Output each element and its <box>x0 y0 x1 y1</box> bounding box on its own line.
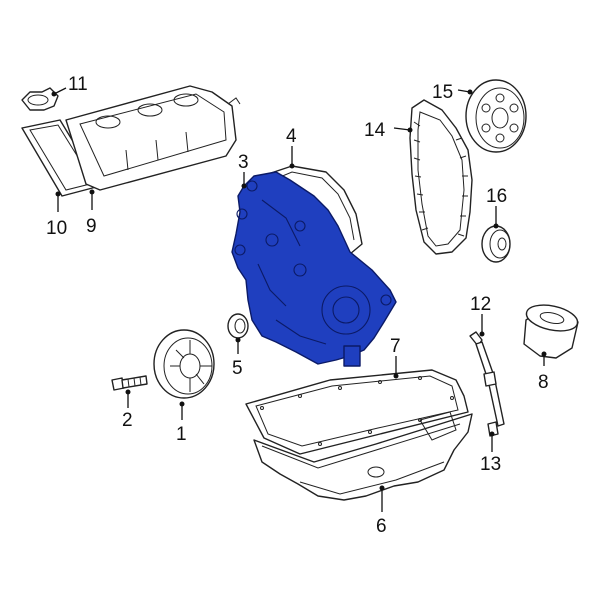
part-dipstick-tube <box>469 331 505 437</box>
callout-2: 2 <box>122 410 133 431</box>
callout-12: 12 <box>470 294 491 315</box>
callout-14: 14 <box>364 120 386 141</box>
leader-dots <box>51 89 547 491</box>
part-oil-filter <box>523 304 579 359</box>
part-crankshaft-seal <box>227 313 249 339</box>
part-crankshaft-sprocket <box>481 225 511 263</box>
callout-6: 6 <box>376 516 387 537</box>
callout-5: 5 <box>232 358 243 379</box>
part-timing-chain-cover <box>231 171 397 367</box>
part-oil-filler-cap <box>21 87 59 111</box>
part-timing-chain <box>409 99 473 255</box>
callout-15: 15 <box>432 82 453 103</box>
callout-1: 1 <box>176 424 187 445</box>
callout-8: 8 <box>538 372 549 393</box>
callout-3: 3 <box>238 152 249 173</box>
part-pulley-bolt <box>111 375 148 391</box>
part-oil-pan-gasket <box>245 369 469 455</box>
callout-9: 9 <box>86 216 97 237</box>
part-valve-cover <box>65 85 241 191</box>
callout-10: 10 <box>46 218 67 239</box>
callout-4: 4 <box>286 126 297 147</box>
part-camshaft-sprocket <box>465 79 527 153</box>
callout-11: 11 <box>68 74 88 95</box>
callout-7: 7 <box>390 336 401 357</box>
part-crankshaft-pulley <box>153 329 215 399</box>
part-oil-pan <box>253 411 473 501</box>
callout-16: 16 <box>486 186 507 207</box>
callout-13: 13 <box>480 454 501 475</box>
